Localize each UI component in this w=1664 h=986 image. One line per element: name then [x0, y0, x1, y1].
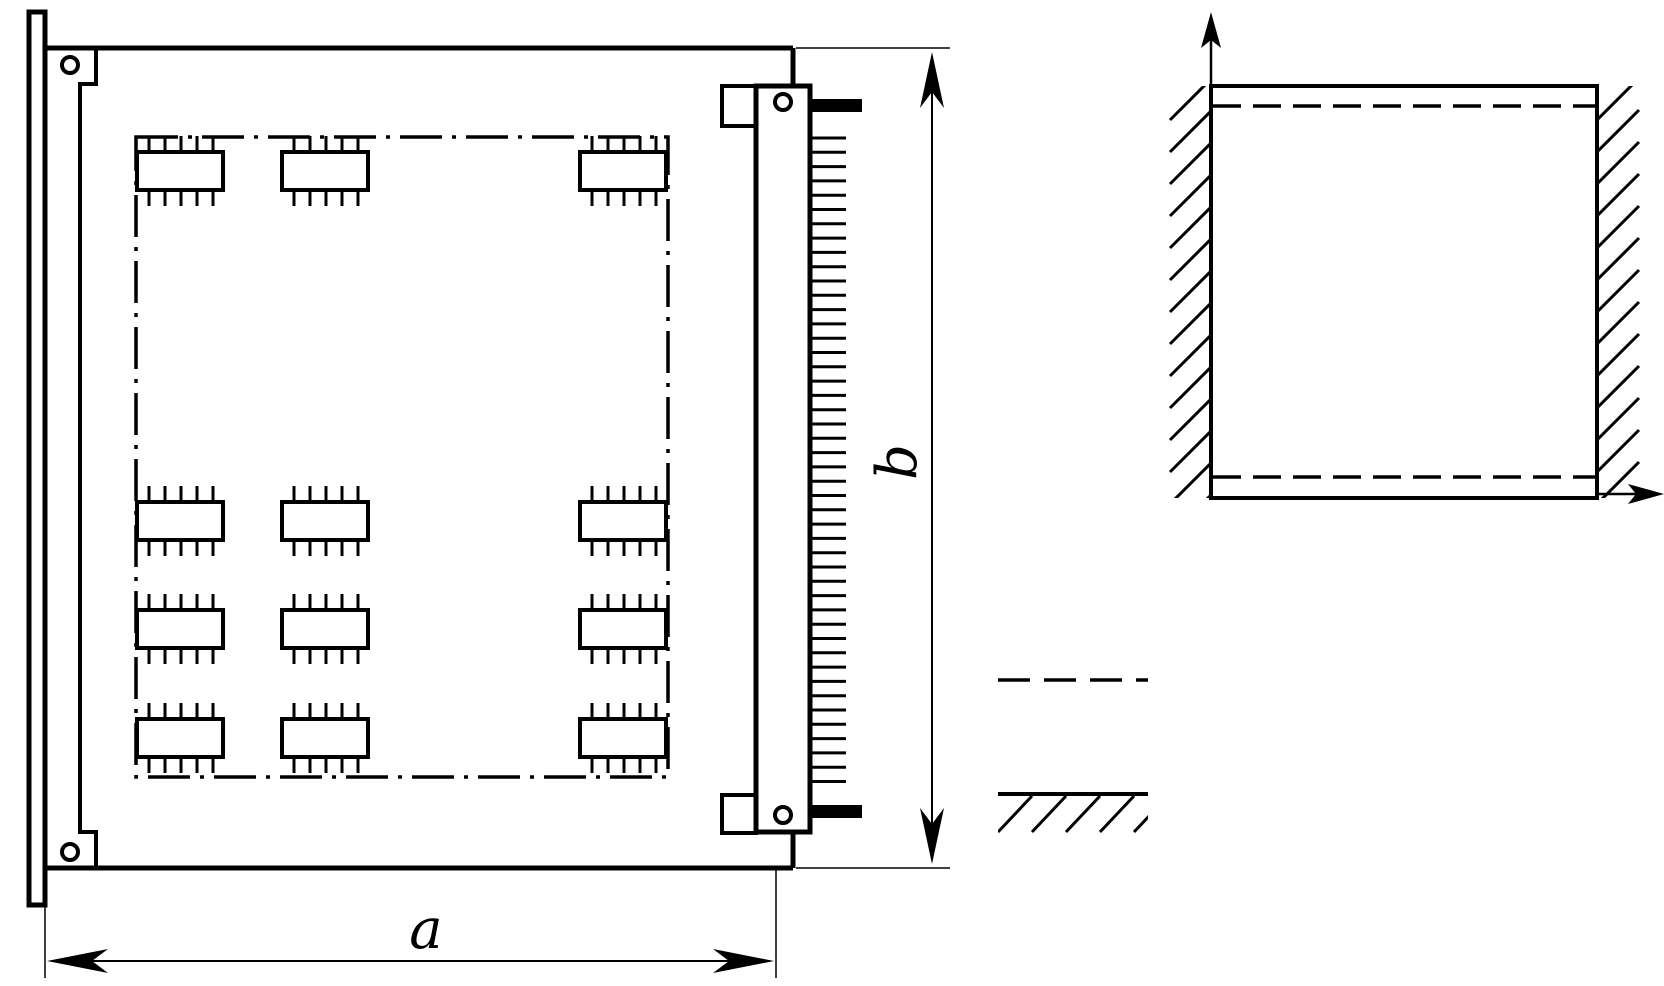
- legend: [998, 678, 1148, 834]
- plate-model: [1168, 12, 1664, 504]
- microchip: [135, 486, 225, 556]
- microchip: [578, 594, 668, 664]
- board-outline: [45, 45, 796, 871]
- connector-hole: [773, 92, 793, 112]
- clamped-edge-right: [1597, 86, 1641, 498]
- dimension-b: b: [796, 47, 950, 869]
- microchip: [578, 136, 668, 206]
- dimension-label-b: b: [865, 444, 930, 480]
- mounting-hole: [60, 842, 80, 862]
- microchip: [280, 136, 370, 206]
- microchip: [578, 703, 668, 773]
- microchip: [135, 594, 225, 664]
- microchip-group: [135, 136, 668, 773]
- legend-clamped: [998, 792, 1148, 834]
- mounting-hole: [60, 55, 80, 75]
- microchip: [280, 594, 370, 664]
- clamped-edge-left: [1168, 86, 1210, 498]
- dimension-a: a: [44, 868, 777, 978]
- connector-pins: [812, 136, 846, 783]
- connector-hole: [773, 805, 793, 825]
- microchip: [135, 136, 225, 206]
- microchip: [280, 486, 370, 556]
- microchip: [578, 486, 668, 556]
- front-panel: [26, 9, 48, 908]
- microchip: [280, 703, 370, 773]
- microchip: [135, 703, 225, 773]
- edge-connector: [720, 83, 862, 835]
- component-area-boundary: [134, 135, 670, 779]
- dimension-label-a: a: [409, 897, 442, 962]
